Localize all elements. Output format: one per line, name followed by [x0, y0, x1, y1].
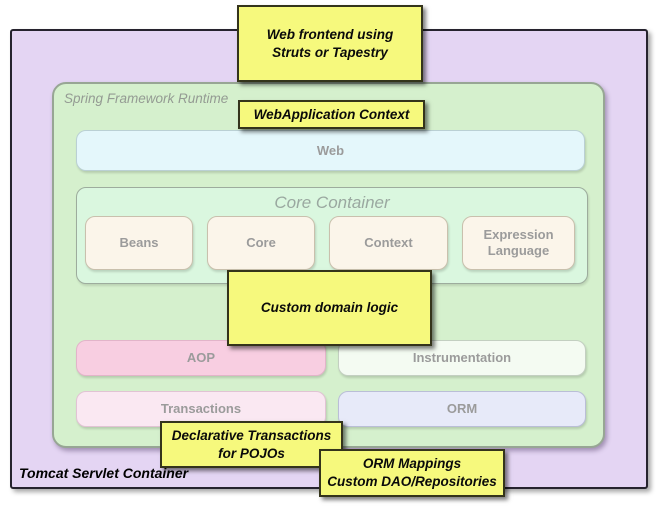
module-beans: Beans	[85, 216, 193, 270]
module-instrumentation: Instrumentation	[338, 340, 586, 376]
callout-declarative-transactions-line1: Declarative Transactions	[171, 427, 332, 443]
callout-orm-mappings-line2: Custom DAO/Repositories	[327, 474, 497, 489]
tomcat-servlet-container-box: Spring Framework Runtime Web Core Contai…	[10, 29, 648, 489]
module-expression-language-label: Expression Language	[483, 227, 554, 258]
module-web-label: Web	[316, 142, 345, 158]
module-context-label: Context	[364, 235, 413, 251]
module-beans-label: Beans	[119, 235, 159, 251]
callout-declarative-transactions-line2: for POJOs	[218, 445, 285, 461]
module-aop-label: AOP	[186, 350, 216, 366]
module-core-label: Core	[246, 235, 276, 251]
module-web: Web	[76, 130, 585, 171]
module-orm-label: ORM	[446, 401, 478, 417]
module-orm: ORM	[338, 391, 586, 427]
module-context: Context	[329, 216, 448, 270]
callout-web-frontend-line1: Web frontend using	[266, 26, 394, 42]
module-core: Core	[207, 216, 315, 270]
spring-framework-runtime-label: Spring Framework Runtime	[64, 91, 229, 106]
module-transactions-label: Transactions	[160, 401, 242, 417]
callout-custom-domain-logic: Custom domain logic	[227, 270, 432, 346]
callout-orm-mappings: ORM Mappings Custom DAO/Repositories	[319, 449, 505, 497]
module-instrumentation-label: Instrumentation	[412, 350, 512, 366]
callout-web-frontend-line2: Struts or Tapestry	[272, 44, 388, 60]
callout-webapplication-context: WebApplication Context	[238, 100, 425, 129]
callout-declarative-transactions: Declarative Transactions for POJOs	[160, 421, 343, 468]
module-expression-language: Expression Language	[462, 216, 575, 270]
core-container-title: Core Container	[274, 193, 390, 212]
module-aop: AOP	[76, 340, 326, 376]
spring-framework-runtime-box: Spring Framework Runtime Web Core Contai…	[52, 82, 605, 448]
callout-orm-mappings-line1: ORM Mappings	[362, 456, 462, 472]
callout-webapplication-context-line1: WebApplication Context	[253, 106, 410, 122]
callout-web-frontend: Web frontend using Struts or Tapestry	[237, 5, 423, 82]
callout-custom-domain-logic-line1: Custom domain logic	[260, 300, 399, 316]
tomcat-servlet-container-label: Tomcat Servlet Container	[19, 465, 189, 481]
core-container-box: Core Container Beans Core Context Expres…	[76, 187, 588, 284]
